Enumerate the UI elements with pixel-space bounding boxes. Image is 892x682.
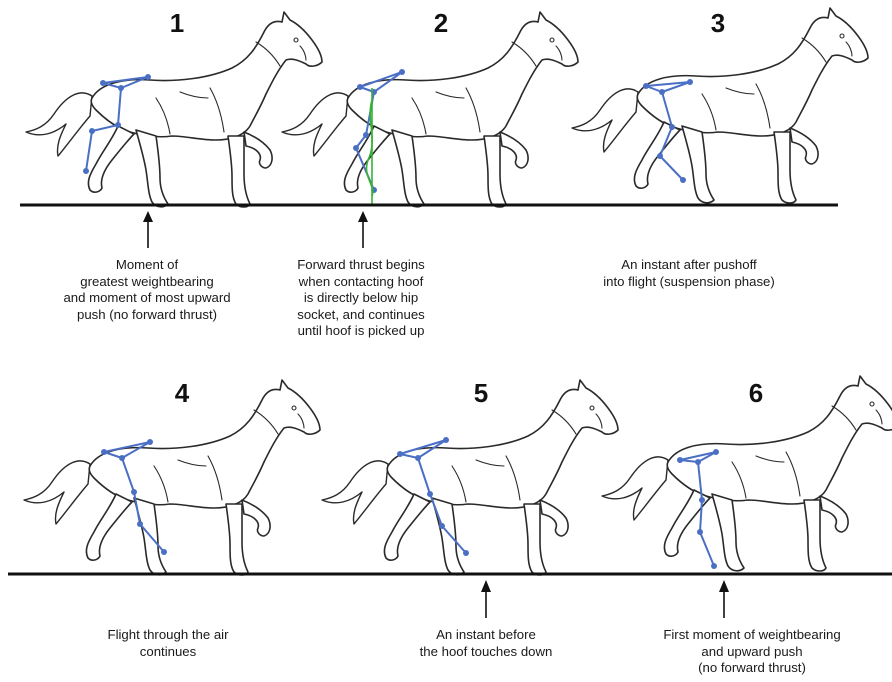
phase-number-2: 2 — [434, 8, 448, 39]
caption-phase-6: First moment of weightbearing and upward… — [663, 627, 840, 677]
horse-phase-5 — [322, 380, 618, 575]
horse-phase-2 — [282, 12, 578, 207]
arrow-phase-6 — [719, 580, 729, 618]
horse-phase-6 — [602, 376, 892, 571]
caption-phase-1: Moment of greatest weightbearing and mom… — [63, 257, 230, 323]
phase-number-5: 5 — [474, 378, 488, 409]
arrow-phase-1 — [143, 211, 153, 248]
arrow-phase-5 — [481, 580, 491, 618]
horse-phase-4 — [24, 380, 320, 575]
caption-phase-3: An instant after pushoff into flight (su… — [603, 257, 775, 290]
phase-number-4: 4 — [175, 378, 189, 409]
arrow-phase-2 — [358, 211, 368, 248]
caption-phase-5: An instant before the hoof touches down — [420, 627, 553, 660]
caption-phase-4: Flight through the air continues — [108, 627, 229, 660]
phase-number-3: 3 — [711, 8, 725, 39]
phase-number-6: 6 — [749, 378, 763, 409]
phase-number-1: 1 — [170, 8, 184, 39]
horse-phase-1 — [26, 12, 322, 207]
caption-phase-2: Forward thrust begins when contacting ho… — [297, 257, 425, 340]
